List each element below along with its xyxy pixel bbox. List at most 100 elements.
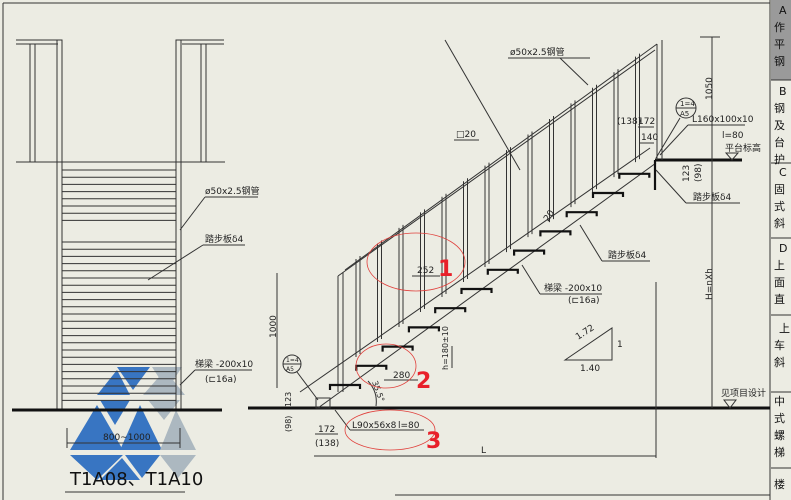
table-cell-text: 固	[774, 183, 785, 196]
watermark-triangle	[143, 370, 185, 395]
dim-1050: 1050	[705, 77, 715, 100]
watermark-triangle	[97, 370, 130, 395]
leader	[179, 196, 206, 231]
front-elevation: 800~1000 ø50x2.5钢管 踏步板δ4 梯梁 -200x10 (⊏16…	[12, 39, 260, 493]
table-cell-text: 台	[774, 135, 785, 149]
dim-123-top: 123	[682, 165, 692, 182]
elevation-marker	[723, 399, 737, 409]
detail-top-ref: A5	[680, 110, 689, 118]
table-cell-text: 楼	[774, 477, 785, 491]
angle-arc	[367, 380, 377, 407]
marker-2: 2	[416, 369, 431, 394]
table-cell-text: 钢	[774, 102, 785, 115]
table-cell-text: 平	[774, 38, 785, 51]
dim-98-top: (98)	[694, 164, 704, 182]
angle-bottom-len: l=80	[398, 421, 420, 431]
dim-L: L	[481, 446, 486, 456]
stringer-label: 梯梁 -200x10	[544, 282, 602, 294]
dim-138-bottom: (138)	[315, 439, 339, 449]
dim-140: 140	[641, 133, 658, 143]
highlight-ellipse-3	[344, 409, 436, 451]
table-cell-text: 式	[774, 412, 785, 425]
leader	[179, 369, 196, 386]
tread-label: 踏步板δ4	[608, 249, 647, 261]
angle-degree: 35.5°	[370, 380, 386, 404]
dim-172-bottom: 172	[318, 425, 335, 435]
highlight-ellipse-1	[366, 232, 466, 292]
balusters	[355, 53, 640, 357]
highlight-ellipse-2	[355, 343, 417, 389]
watermark-triangle	[160, 455, 196, 478]
dim-280: 280	[393, 371, 410, 381]
table-cell-text: 及	[774, 119, 785, 132]
dim-H: H=nXh	[705, 268, 715, 300]
angle-top-label: L160x100x10	[692, 115, 754, 125]
leader	[579, 224, 603, 262]
watermark-triangle	[70, 455, 123, 480]
table-cell-text: 上	[779, 322, 790, 335]
table-cell-text: 梯	[774, 446, 785, 459]
stair-geometry	[299, 40, 663, 409]
leader	[296, 371, 319, 401]
tread	[539, 230, 572, 237]
angle-bottom-label: L90x56x8	[352, 421, 397, 431]
leader	[655, 117, 681, 159]
leader	[147, 244, 204, 281]
handrail-label: ø50x2.5钢管	[510, 46, 565, 58]
handrail-label: ø50x2.5钢管	[205, 185, 260, 197]
leader	[521, 264, 541, 295]
tread	[513, 249, 546, 256]
table-cell-text: 车	[774, 338, 785, 352]
table-cell-text: B	[779, 85, 787, 98]
handrail	[344, 43, 658, 271]
tread-top-label: 踏步板δ4	[693, 191, 732, 203]
tread	[618, 172, 651, 179]
treads	[62, 169, 176, 401]
tread	[381, 345, 414, 352]
watermark-triangle	[120, 405, 162, 450]
table-header-cell	[771, 0, 791, 80]
stringer-label: 梯梁 -200x10	[195, 358, 253, 370]
table-cell-text: 上	[774, 259, 785, 272]
tread	[355, 364, 388, 371]
leader	[444, 39, 521, 171]
treads	[328, 172, 651, 390]
dim-172-top: 172	[638, 117, 655, 127]
slope-triangle	[563, 327, 613, 361]
dim-123-bottom: 123	[284, 392, 293, 407]
stringer-alt-label: (⊏16a)	[205, 375, 237, 385]
table-cell-text: 作	[774, 21, 785, 34]
marker-3: 3	[426, 429, 441, 454]
dim-252: 252	[417, 266, 434, 276]
table-cell-text: 斜	[774, 356, 785, 369]
table-cell-text: D	[779, 242, 787, 255]
tread	[591, 191, 625, 198]
tread	[434, 307, 467, 314]
elevation-marker	[724, 152, 740, 161]
table-cell-text: 护	[774, 152, 785, 166]
leader	[655, 169, 687, 204]
side-elevation: 1050 H=nXh (138) 172 140 1=4 A5 L160x100…	[248, 36, 770, 458]
handrail-inner	[337, 49, 656, 277]
platform-label: 平台标高	[725, 142, 761, 154]
drawing-title: T1A08、T1A10	[69, 469, 203, 490]
table-cell-text: 直	[774, 292, 785, 306]
angle-top-len: l=80	[722, 131, 744, 141]
dim-h: h=180±10	[441, 326, 450, 370]
table-cell-text: 面	[774, 276, 785, 289]
width-dim-label: 800~1000	[103, 433, 151, 443]
table-cell-text: 式	[774, 200, 785, 213]
leader	[559, 57, 589, 86]
stringer-top-edge	[299, 147, 651, 393]
slope-hyp: 1.72	[574, 323, 596, 342]
dim-98-bottom: (98)	[284, 416, 293, 432]
detail-bot-num: 1=4	[286, 357, 299, 364]
marker-1: 1	[438, 257, 453, 282]
bottom-angle	[315, 397, 331, 409]
table-cell-text: A	[779, 4, 787, 17]
detail-top-num: 1=4	[680, 100, 695, 108]
tread	[328, 383, 362, 390]
dim-138-top: (138)	[617, 117, 641, 127]
